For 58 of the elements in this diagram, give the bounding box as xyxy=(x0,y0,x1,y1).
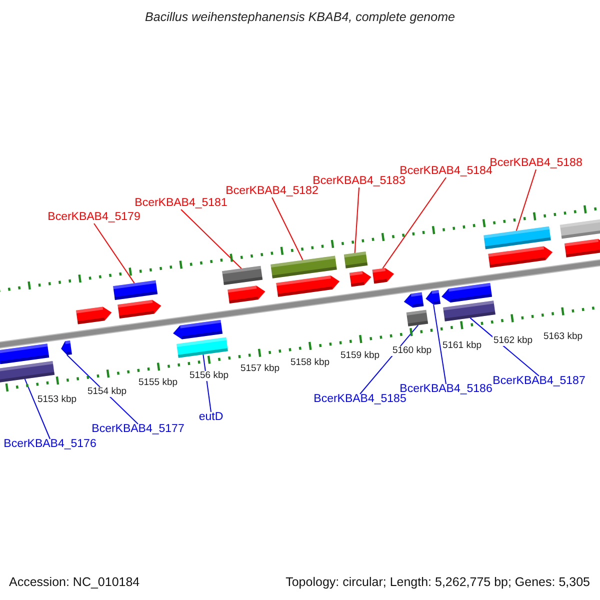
gene-block xyxy=(406,310,428,326)
leader-line xyxy=(180,209,242,270)
scale-label: 5153 kbp xyxy=(36,395,78,404)
gene-block xyxy=(349,271,372,287)
gene-label: BcerKBAB4_5187 xyxy=(492,376,586,388)
scale-label: 5162 kbp xyxy=(492,336,534,346)
gene-block xyxy=(173,320,223,340)
gene-label: BcerKBAB4_5185 xyxy=(314,394,406,406)
scale-label: 5154 kbp xyxy=(86,387,128,396)
leader-line xyxy=(433,304,446,384)
gene-block xyxy=(222,266,263,286)
gene-block xyxy=(560,218,600,239)
gene-block xyxy=(0,344,50,364)
gene-block xyxy=(270,256,337,278)
accession-text: Accession: NC_010184 xyxy=(9,576,140,588)
scale-label: 5158 kbp xyxy=(289,358,331,368)
scale-label: 5156 kbp xyxy=(188,371,230,380)
gene-block xyxy=(564,238,600,258)
leader-line xyxy=(66,354,138,424)
gene-label: BcerKBAB4_5181 xyxy=(134,198,228,210)
gene-label: BcerKBAB4_5186 xyxy=(400,384,492,396)
leader-line xyxy=(272,197,304,261)
scale-label: 5159 kbp xyxy=(339,351,381,360)
map-title: Bacillus weihenstephanensis KBAB4, complete genome xyxy=(144,11,456,24)
gene-block xyxy=(484,226,551,250)
gene-block xyxy=(372,268,394,284)
scale-label: 5157 kbp xyxy=(239,364,281,374)
gene-label: BcerKBAB4_5183 xyxy=(312,176,406,188)
gene-block xyxy=(61,340,72,355)
gene-block xyxy=(176,337,228,358)
leader-line xyxy=(24,378,50,440)
gene-block xyxy=(0,361,55,384)
scale-label: 5161 kbp xyxy=(441,341,483,350)
gene-label: BcerKBAB4_5177 xyxy=(92,424,184,436)
scale-label: 5163 kbp xyxy=(542,332,584,342)
gene-block xyxy=(404,292,424,308)
genome-info-text: Topology: circular; Length: 5,262,775 bp; Genes: 5,305 xyxy=(286,576,590,588)
gene-label: eutD xyxy=(198,412,224,424)
gene-block xyxy=(76,306,112,324)
scale-label: 5160 kbp xyxy=(391,346,433,356)
gene-block xyxy=(228,286,266,304)
gene-block xyxy=(344,252,368,268)
gene-block xyxy=(276,275,340,297)
gene-block xyxy=(426,290,440,305)
gene-block xyxy=(113,280,158,300)
leader-line xyxy=(382,177,446,269)
leader-line xyxy=(354,187,360,254)
leader-line xyxy=(516,169,536,232)
gene-label: BcerKBAB4_5176 xyxy=(4,439,96,450)
gene-label: BcerKBAB4_5179 xyxy=(48,212,140,224)
gene-label: BcerKBAB4_5184 xyxy=(400,166,492,178)
gene-block xyxy=(443,300,496,322)
scale-label: 5155 kbp xyxy=(137,378,179,388)
leader-line xyxy=(202,354,212,412)
gene-label: BcerKBAB4_5188 xyxy=(490,158,582,170)
gene-block xyxy=(118,300,162,319)
gene-label: BcerKBAB4_5182 xyxy=(226,186,318,198)
gene-block xyxy=(488,246,552,268)
